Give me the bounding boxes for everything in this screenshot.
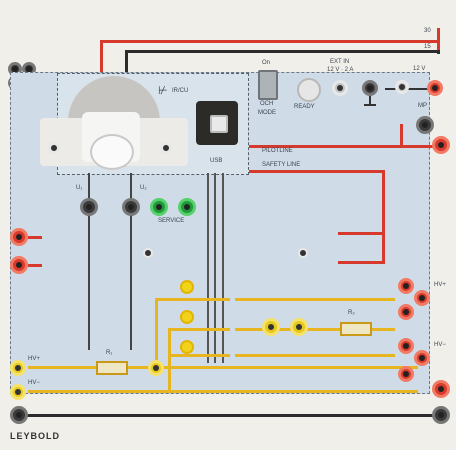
led-3 xyxy=(180,340,194,354)
jack-hv-top[interactable] xyxy=(10,360,26,376)
label-r1: R₁ xyxy=(106,350,113,356)
label-service: SERVICE xyxy=(158,218,185,224)
top-right-red-riser xyxy=(437,28,440,54)
jack-right-red-5[interactable] xyxy=(414,350,430,366)
label-hv-top: HV+ xyxy=(28,356,40,362)
ready-button[interactable] xyxy=(297,78,321,102)
mode-toggle-switch[interactable] xyxy=(258,70,278,100)
jack-ground-right[interactable] xyxy=(432,406,450,424)
socket-pin-left xyxy=(48,142,60,154)
jack-right-red-1[interactable] xyxy=(398,278,414,294)
label-safety-line: SAFETY LINE xyxy=(262,162,301,168)
label-12v: 12 V xyxy=(413,66,426,72)
jack-mid-2[interactable] xyxy=(290,318,308,336)
yellow-wire-top xyxy=(155,298,230,301)
transistor-icon: ⊬ xyxy=(158,85,168,97)
label-mode: MODE xyxy=(258,110,276,116)
bus-wire-30-drop xyxy=(100,40,103,74)
socket-pin-right xyxy=(160,142,172,154)
jack-r1-right[interactable] xyxy=(148,360,164,376)
yellow-wire-mid-right xyxy=(235,328,395,331)
jack-right-red-4[interactable] xyxy=(398,338,414,354)
jack-ext-in-right[interactable] xyxy=(362,80,378,96)
label-hv-plus-right: HV+ xyxy=(434,282,446,288)
ext-ground-bar xyxy=(364,104,376,106)
label-r2: R₂ xyxy=(348,310,355,316)
label-ready: READY xyxy=(294,104,315,110)
jack-left-red-2[interactable] xyxy=(10,256,28,274)
jack-u2[interactable] xyxy=(122,198,140,216)
yellow-wire-left-riser xyxy=(155,298,158,368)
safety-line-wire xyxy=(245,170,385,173)
jack-mid-1[interactable] xyxy=(262,318,280,336)
right-arrow-wire-1 xyxy=(338,232,384,235)
jack-u1[interactable] xyxy=(80,198,98,216)
label-on: On xyxy=(262,60,271,66)
usb-port-housing xyxy=(196,101,238,145)
pilot-line-wire xyxy=(245,145,445,148)
wire-u1-down xyxy=(88,173,90,350)
left-red-wire-1 xyxy=(28,236,42,239)
wire-u2-down xyxy=(130,173,132,350)
bus-wire-30 xyxy=(100,40,440,43)
label-module: IR/CU xyxy=(172,88,189,94)
right-arrow-riser xyxy=(382,172,385,264)
bus-wire-15-drop xyxy=(125,50,128,74)
jack-right-red-bottom[interactable] xyxy=(432,380,450,398)
right-arrow-wire-2 xyxy=(338,261,384,264)
label-ext-in-spec: 12 V · 2 A xyxy=(327,67,354,73)
wire-module-v1 xyxy=(207,173,209,363)
v12-line xyxy=(385,88,435,90)
jack-12v-right[interactable] xyxy=(427,80,443,96)
yellow-wire-mid xyxy=(168,328,230,331)
left-red-wire-2 xyxy=(28,264,42,267)
resistor-r1 xyxy=(96,361,128,375)
yellow-wire-hv-top xyxy=(28,366,418,369)
jack-pilot-right[interactable] xyxy=(432,136,450,154)
label-hv-minus-right: HV− xyxy=(434,342,446,348)
jack-ground-left[interactable] xyxy=(10,406,28,424)
bus-wire-15 xyxy=(125,50,440,53)
jack-mp-right[interactable] xyxy=(416,116,434,134)
jack-service-2[interactable] xyxy=(178,198,196,216)
ground-wire xyxy=(20,414,440,417)
label-u1: U₁ xyxy=(76,185,83,191)
label-pilot-line: PILOTLINE xyxy=(262,148,293,154)
jack-left-red-1[interactable] xyxy=(10,228,28,246)
yellow-wire-bottom-left-riser xyxy=(168,328,171,392)
label-ext-in: EXT IN xyxy=(330,59,350,65)
charging-socket-inlet[interactable] xyxy=(90,134,134,170)
label-hv-bottom: HV− xyxy=(28,380,40,386)
label-u2: U₂ xyxy=(140,185,147,191)
yellow-wire-top-right xyxy=(235,298,395,301)
wire-module-v2 xyxy=(214,173,216,363)
panel-screw-right xyxy=(298,248,308,258)
yellow-wire-low xyxy=(168,354,230,357)
wire-module-v3 xyxy=(222,173,224,363)
label-30: 30 xyxy=(424,28,431,34)
label-15: 15 xyxy=(424,44,431,50)
jack-right-red-6[interactable] xyxy=(398,366,414,382)
jack-ext-in-left[interactable] xyxy=(332,80,348,96)
yellow-wire-hv-bottom xyxy=(28,390,418,393)
jack-right-red-2[interactable] xyxy=(414,290,430,306)
resistor-r2 xyxy=(340,322,372,336)
brand-logo: LEYBOLD xyxy=(10,431,61,441)
mp-right-red-wire xyxy=(400,124,403,146)
usb-port[interactable] xyxy=(210,115,228,133)
led-1 xyxy=(180,280,194,294)
jack-right-red-3[interactable] xyxy=(398,304,414,320)
led-2 xyxy=(180,310,194,324)
jack-12v-left[interactable] xyxy=(395,80,409,94)
jack-hv-bottom[interactable] xyxy=(10,384,26,400)
label-usb: USB xyxy=(210,158,223,164)
jack-service-1[interactable] xyxy=(150,198,168,216)
top-right-black-riser xyxy=(437,50,440,54)
yellow-wire-low-right xyxy=(235,354,395,357)
label-mp-right: MP xyxy=(418,103,427,109)
label-och: OCH xyxy=(260,101,274,107)
ext-ground-stem xyxy=(369,96,371,104)
panel-screw-left xyxy=(143,248,153,258)
